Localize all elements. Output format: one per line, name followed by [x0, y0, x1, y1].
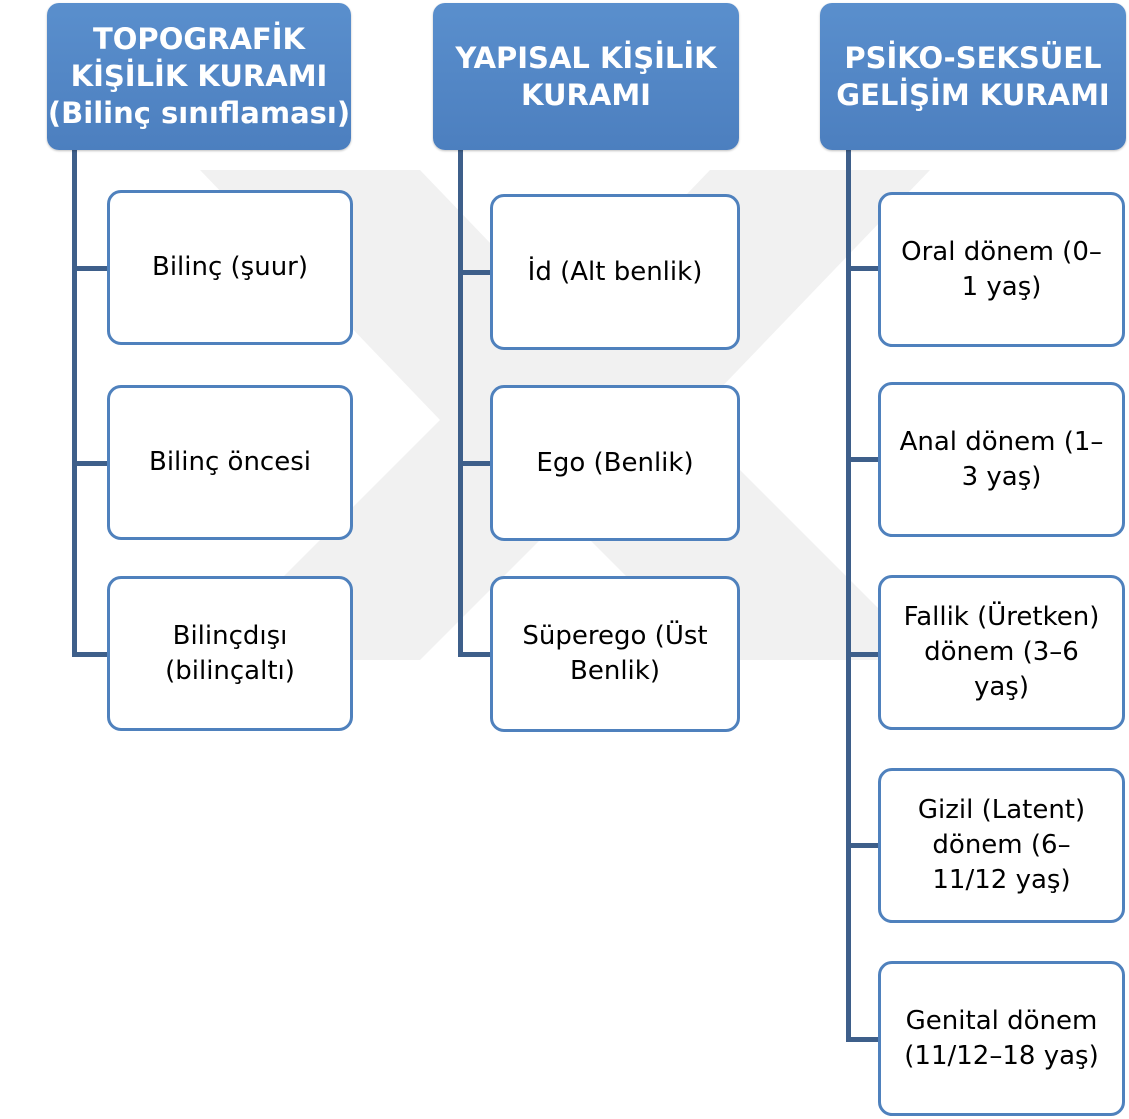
node-label: Ego (Benlik): [536, 447, 694, 478]
connector-branch: [458, 270, 492, 275]
node-label: Bilinçdışı (bilinçaltı): [165, 620, 295, 686]
connector-branch: [846, 457, 882, 462]
node-ego: Ego (Benlik): [490, 385, 740, 541]
node-label: Oral dönem (0– 1 yaş): [901, 236, 1102, 302]
header-topografik: TOPOGRAFİK KİŞİLİK KURAMI (Bilinç sınıfl…: [47, 3, 351, 150]
connector-branch: [72, 266, 110, 271]
node-label: Anal dönem (1– 3 yaş): [899, 426, 1104, 492]
node-label: Bilinç (şuur): [151, 252, 309, 282]
node-gizil: Gizil (Latent) dönem (6– 11/12 yaş): [878, 768, 1125, 923]
connector-branch: [72, 652, 110, 657]
node-label: Süperego (Üst Benlik): [522, 621, 708, 686]
connector-branch: [458, 461, 492, 466]
header-title: PSİKO-SEKSÜEL GELİŞİM KURAMI: [836, 40, 1110, 112]
connector-branch: [458, 652, 492, 657]
node-bilincdisi: Bilinçdışı (bilinçaltı): [107, 576, 353, 731]
header-yapisal: YAPISAL KİŞİLİK KURAMI: [433, 3, 739, 150]
node-label: Gizil (Latent) dönem (6– 11/12 yaş): [917, 795, 1086, 895]
connector-branch: [846, 266, 882, 271]
node-label: Bilinç öncesi: [149, 447, 311, 477]
node-bilinc: Bilinç (şuur): [107, 190, 353, 345]
node-superego: Süperego (Üst Benlik): [490, 576, 740, 732]
header-title: YAPISAL KİŞİLİK KURAMI: [455, 40, 717, 112]
connector-branch: [846, 1037, 882, 1042]
node-label: İd (Alt benlik): [527, 256, 703, 287]
node-anal: Anal dönem (1– 3 yaş): [878, 382, 1125, 537]
header-psikoseksuel: PSİKO-SEKSÜEL GELİŞİM KURAMI: [820, 3, 1126, 150]
connector-branch: [846, 652, 882, 657]
node-label: Genital dönem (11/12–18 yaş): [904, 1005, 1099, 1071]
connector-branch: [72, 461, 110, 466]
node-bilinc-oncesi: Bilinç öncesi: [107, 385, 353, 540]
connector-vertical: [846, 150, 851, 1042]
node-fallik: Fallik (Üretken) dönem (3–6 yaş): [878, 575, 1125, 730]
connector-vertical: [72, 150, 77, 657]
node-id: İd (Alt benlik): [490, 194, 740, 350]
node-oral: Oral dönem (0– 1 yaş): [878, 192, 1125, 347]
node-label: Fallik (Üretken) dönem (3–6 yaş): [903, 602, 1100, 702]
node-genital: Genital dönem (11/12–18 yaş): [878, 961, 1125, 1116]
connector-vertical: [458, 150, 463, 657]
connector-branch: [846, 843, 882, 848]
header-title: TOPOGRAFİK KİŞİLİK KURAMI (Bilinç sınıfl…: [47, 22, 351, 130]
